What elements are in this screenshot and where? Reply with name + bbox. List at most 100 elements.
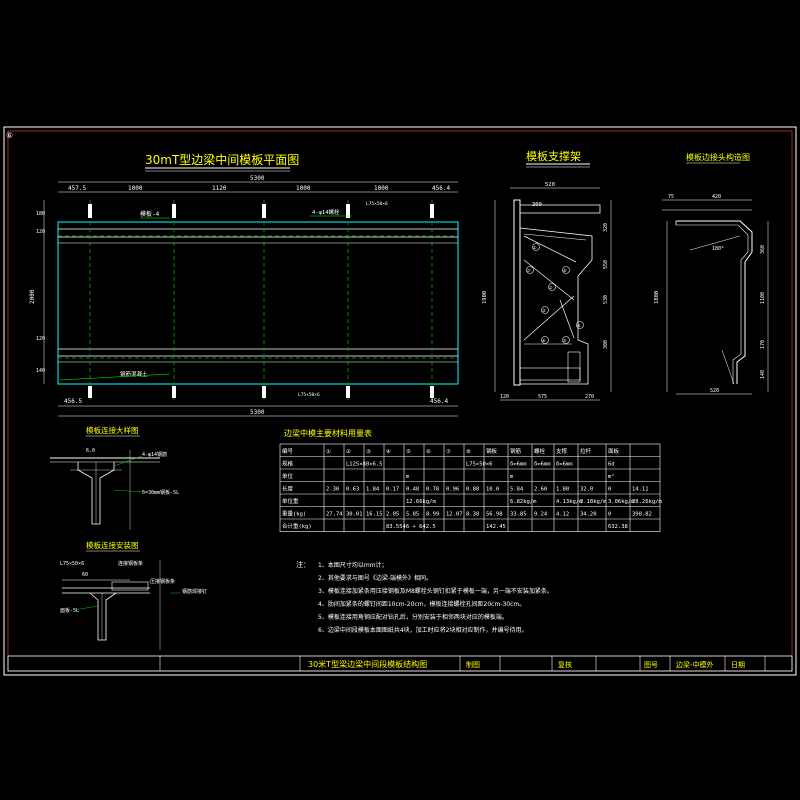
svg-text:520: 520 [545, 182, 555, 188]
table-cell: 10.0 [486, 486, 499, 492]
svg-text:⑥: ⑥ [563, 268, 567, 273]
table-cell: m [510, 474, 514, 480]
table-cell: 2.05 [386, 511, 399, 517]
table-cell: 32.0 [580, 486, 593, 492]
table-cell: 9.24 [534, 511, 548, 517]
svg-text:1800: 1800 [654, 291, 660, 304]
table-header-cell: ③ [366, 448, 371, 455]
table-cell: 34.20 [580, 511, 597, 517]
svg-text:L75×50×6: L75×50×6 [298, 392, 320, 398]
table-cell: 长度 [282, 484, 294, 492]
plan-view: 30mT型边梁中间模板平面图 5300 457.5 1000 1120 1000… [29, 152, 459, 417]
svg-text:⑦: ⑦ [527, 268, 531, 273]
edge-joint-view: 模板边接头构造图 75 420 180° 1800 360 1100 170 1… [654, 152, 769, 395]
table-header-cell: ⑧ [466, 448, 471, 455]
table-cell: m [406, 474, 410, 480]
table-cell: 1.84 [366, 486, 380, 492]
svg-text:6.0: 6.0 [86, 448, 95, 454]
svg-text:1100: 1100 [760, 292, 766, 304]
plan-bottom-note: 钢筋混凝土 [120, 370, 148, 378]
svg-text:120: 120 [500, 394, 509, 400]
table-cell: 0.17 [386, 486, 399, 492]
table-cell: 632.38 [608, 524, 628, 530]
plan-dim-total-top: 5300 [250, 175, 265, 182]
table-cell: L75×50×6 [466, 461, 493, 467]
table-cell: 33.85 [510, 511, 527, 517]
table-cell: 4.13kg/m [556, 499, 583, 505]
support-title: 模板支撑架 [526, 149, 581, 163]
table-header-cell: 支撑 [556, 447, 568, 455]
svg-text:1900: 1900 [482, 291, 488, 304]
table-cell: 重量(kg) [282, 509, 306, 517]
svg-text:170: 170 [760, 340, 766, 349]
table-cell: 14.11 [632, 486, 649, 492]
table-cell: 5.84 [510, 486, 524, 492]
detail-2: 模板连接安装图 L75×50×6 连接钢板条 压接钢板条 钢筋焊接钉 60 面板… [60, 540, 207, 650]
note-1: 1、本图尺寸均以mm计； [318, 561, 388, 569]
svg-text:1000: 1000 [128, 185, 143, 192]
table-cell: 0 [608, 486, 611, 492]
table-cell: m² [608, 473, 615, 480]
table-cell: 2.60 [534, 486, 547, 492]
table-cell: 2.18kg/m [580, 499, 607, 505]
svg-text:320: 320 [603, 223, 609, 232]
table-frame [279, 443, 661, 532]
svg-text:⑤: ⑤ [563, 338, 567, 343]
svg-text:300: 300 [603, 340, 609, 349]
svg-text:压接钢板条: 压接钢板条 [150, 578, 175, 585]
outer-border [3, 126, 797, 676]
table-cell: 0.63 [346, 486, 359, 492]
detail2-title: 模板连接安装图 [86, 540, 139, 550]
note-4: 4、肋间加紧条的螺钉间距10cm-20cm，模板连接螺栓孔间距20cm-30cm… [318, 600, 525, 608]
table-cell: 1.80 [556, 486, 569, 492]
svg-text:⑧: ⑧ [577, 323, 581, 328]
table-header-cell: 钢筋 [510, 447, 522, 455]
table-cell: δ=6mm [556, 461, 573, 467]
svg-text:140: 140 [760, 370, 766, 379]
table-cell: 0.48 [406, 486, 419, 492]
plan-note-1: 模板-4 [140, 210, 160, 218]
table-cell: 5.85 [406, 511, 419, 517]
drawing-name: 30米T型梁边梁中间段模板结构图 [308, 659, 427, 669]
table-header-cell: 螺栓 [534, 447, 546, 455]
table-header-cell: ⑦ [446, 448, 451, 455]
svg-text:1000: 1000 [296, 185, 311, 192]
svg-text:456.4: 456.4 [432, 185, 450, 192]
svg-text:1120: 1120 [212, 185, 227, 192]
detail1-title: 模板连接大样图 [86, 425, 139, 435]
note-3: 3、模板连接加紧条用压接钢板及M8螺栓头钢钉扣紧于模板一端，另一端不安装加紧条。 [318, 587, 553, 595]
table-cell: δ=6mm [510, 461, 527, 467]
table-cell: 83.5546 + 642.5 [386, 524, 436, 530]
date-label: 日期 [731, 661, 745, 669]
table-cell: 单位重 [282, 497, 299, 505]
notes-label: 注： [296, 560, 310, 569]
table-cell: 142.45 [486, 524, 506, 530]
svg-text:②: ② [549, 285, 553, 290]
svg-text:120: 120 [36, 229, 45, 235]
table-cell: 6.82kg/m [510, 499, 537, 505]
svg-text:4-φ14钢筋: 4-φ14钢筋 [142, 451, 167, 458]
plan-dim-total-bottom: 5300 [250, 409, 265, 416]
table-header-cell: ⑥ [426, 448, 431, 455]
svg-text:①: ① [533, 245, 537, 250]
svg-text:L75×50×6: L75×50×6 [60, 561, 84, 567]
table-cell: 8.38 [466, 511, 479, 517]
svg-text:180°: 180° [712, 246, 724, 252]
table-cell: 16.15 [366, 511, 383, 517]
table-cell: 4.12 [556, 511, 569, 517]
svg-text:75: 75 [668, 194, 674, 200]
plan-title: 30mT型边梁中间模板平面图 [145, 152, 299, 167]
svg-text:1000: 1000 [374, 185, 389, 192]
table-cell: 27.74 [326, 511, 343, 517]
svg-text:L75×50×6: L75×50×6 [366, 201, 388, 207]
plan-note-2: 4-φ14螺栓 [312, 208, 340, 216]
svg-text:520: 520 [710, 388, 719, 394]
table-cell: 56.98 [486, 511, 503, 517]
svg-text:180: 180 [36, 211, 45, 217]
table-header-cell: 面板 [608, 447, 620, 455]
table-cell: 0 [608, 511, 611, 517]
note-5: 5、模板连接用角钢应配对钻孔后，分别安装于相邻两块对应的模板端。 [318, 613, 508, 621]
table-cell: 30.01 [346, 511, 363, 517]
plan-plate [57, 221, 459, 385]
